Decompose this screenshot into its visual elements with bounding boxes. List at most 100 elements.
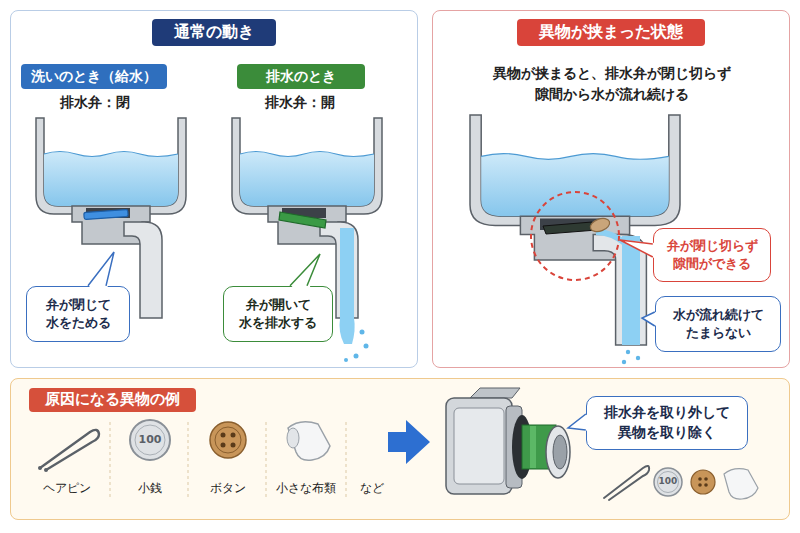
coin-icon (130, 420, 170, 460)
tank-open (340, 228, 354, 318)
item-label: 小さな布類 (266, 481, 346, 495)
tank-open (340, 318, 355, 344)
callout-tail (642, 312, 655, 326)
callout-box: 排水弁を取り外して 異物を取り除く (586, 396, 748, 450)
valve-assembly (446, 398, 512, 494)
separator (346, 422, 347, 498)
badge-text: 洗いのとき（給水） (31, 68, 157, 85)
tank-closed (84, 209, 128, 219)
callout-tail (568, 413, 589, 431)
callout-box: 水が流れ続けて たまらない (655, 296, 781, 352)
removed-objects (698, 477, 702, 481)
valve-state: 排水弁：閉 (25, 94, 165, 111)
tank-stuck (622, 236, 640, 345)
callout-text: 弁が閉じて 水をためる (33, 296, 123, 332)
badge-text: 排水のとき (266, 68, 336, 85)
removed-objects (704, 477, 708, 481)
tank-open (360, 330, 365, 335)
separator (110, 422, 111, 498)
tank-stuck (470, 115, 680, 345)
removed-objects (691, 470, 715, 494)
panel-fill (10, 378, 790, 520)
mode-badge: 排水のとき (237, 64, 365, 89)
tank-open (344, 358, 348, 362)
mode-badge: 洗いのとき（給水） (21, 64, 167, 89)
tank-open (354, 354, 359, 359)
removed-objects (654, 468, 682, 496)
panel-description: 異物が挟まると、排水弁が閉じ切らず 隙間から水が流れ続ける (453, 63, 771, 105)
callout-tail (290, 254, 320, 286)
cloth-icon (288, 422, 330, 461)
callout-tail (620, 240, 656, 259)
button-icon (221, 443, 226, 448)
coin-icon (130, 420, 170, 460)
callout-text: 水が流れ続けて たまらない (662, 306, 774, 342)
coin-value: 100 (132, 433, 168, 446)
hairpin-icon (38, 430, 99, 472)
button-icon (231, 433, 236, 438)
tank-stuck (543, 222, 597, 234)
callout-tail (568, 414, 586, 430)
callout-tail (289, 254, 320, 290)
callout-box: 弁が閉じて 水をためる (26, 286, 130, 342)
callout-tail (87, 252, 114, 290)
cloth-icon (287, 422, 330, 461)
valve-state: 排水弁：開 (230, 94, 370, 111)
callout-tail (289, 254, 320, 290)
hairpin-icon (40, 430, 99, 470)
callout-tail (620, 240, 653, 257)
callout-tail (87, 252, 114, 290)
button-icon (231, 443, 236, 448)
valve-assembly (470, 388, 520, 398)
item-label: 小銭 (115, 481, 185, 495)
panel-heading: 通常の動き (152, 19, 276, 46)
item-label: ヘアピン (29, 481, 105, 495)
removed-objects (604, 466, 758, 500)
button-icon (221, 433, 226, 438)
panel-heading: 異物が挟まった状態 (517, 19, 705, 46)
button-icon (210, 422, 246, 458)
removed-objects (698, 483, 702, 487)
tank-stuck (470, 115, 680, 364)
callout-tail (620, 240, 656, 259)
hairpin-icon (44, 468, 48, 472)
tank-stuck (531, 192, 619, 280)
tank-open (364, 344, 369, 349)
callout-text: 排水弁を取り外して 異物を取り除く (593, 403, 741, 442)
callout-tail (642, 311, 658, 327)
removed-objects (704, 483, 708, 487)
separator (266, 422, 267, 498)
panel: 排水弁を取り外して 異物を取り除く 原因になる異物の例 (10, 378, 790, 520)
valve-assembly (454, 408, 504, 484)
callout-text: 弁が開いて 水を排水する (230, 296, 326, 332)
panel: 洗いのとき（給水） 弁が閉じて 水をためる 排水のとき弁が開いて 水を排水する 通常の… (10, 10, 418, 368)
removed-objects (724, 469, 758, 499)
arrow-icon (388, 420, 430, 464)
callout-text: 弁が閉じ切らず 隙間ができる (660, 237, 764, 273)
tank-stuck (626, 350, 630, 354)
cloth-icon (287, 428, 299, 448)
valve-assembly (446, 388, 570, 494)
button-icon (210, 422, 246, 458)
hairpin-icon (38, 466, 42, 470)
coin-value: 100 (654, 476, 682, 487)
item-label: ボタン (193, 481, 263, 495)
panel-heading: 原因になる異物の例 (29, 388, 196, 412)
callout-tail (642, 311, 658, 327)
callout-box: 弁が開いて 水を排水する (223, 286, 333, 342)
valve-assembly (546, 426, 570, 478)
panel: 弁が閉じ切らず 隙間ができる水が流れ続けて たまらない 異物が挟まった状態異物が挟… (432, 10, 790, 368)
tank-open (279, 212, 326, 228)
valve-assembly (553, 435, 567, 469)
tank-stuck (596, 232, 626, 244)
button-icon (215, 427, 241, 453)
callout-tail (88, 252, 114, 286)
valve-assembly (530, 426, 536, 468)
callout-box: 弁が閉じ切らず 隙間ができる (653, 228, 771, 282)
separator (188, 422, 189, 498)
tank-stuck (589, 216, 612, 234)
callout-tail (568, 413, 589, 431)
tank-stuck (636, 356, 640, 360)
